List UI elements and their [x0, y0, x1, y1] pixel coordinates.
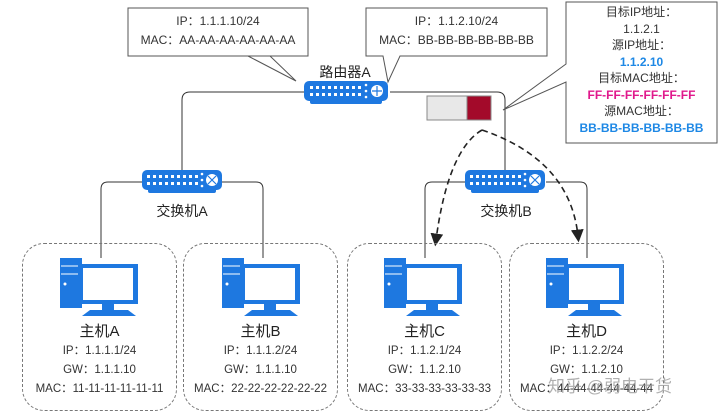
src-mac-value: BB-BB-BB-BB-BB-BB [579, 120, 704, 135]
host-b-ip: IP：1.1.1.2/24 [223, 345, 298, 357]
src-ip-label: 源IP地址： [611, 38, 672, 52]
host-c-mac: MAC：33-33-33-33-33-33 [358, 383, 491, 395]
host-a-mac: MAC：11-11-11-11-11-11 [35, 383, 164, 395]
host-b-group [183, 243, 338, 411]
switch-a-label: 交换机A [156, 203, 208, 219]
broadcast-arrow-to-host-d [481, 129, 584, 243]
src-mac-label: 源MAC地址： [604, 104, 679, 118]
host-a-group [22, 243, 177, 411]
host-d-mac: MAC：44-44-44-44-44-44 [520, 383, 653, 395]
dst-ip-value: 1.1.2.1 [623, 21, 660, 36]
host-d-info: 主机D IP：1.1.2.2/24 GW：1.1.2.10 MAC：44-44-… [509, 322, 664, 399]
host-d-group [509, 243, 664, 411]
router-icon[interactable] [304, 81, 388, 105]
host-a-info: 主机A IP：1.1.1.1/24 GW：1.1.1.10 MAC：11-11-… [22, 322, 177, 399]
host-c-info: 主机C IP：1.1.2.1/24 GW：1.1.2.10 MAC：33-33-… [347, 322, 502, 399]
link-switch-b-host-d [546, 181, 588, 258]
host-a-computer-icon[interactable] [60, 258, 140, 318]
callout-packet [502, 1, 718, 144]
dst-mac-value: FF-FF-FF-FF-FF-FF [587, 87, 696, 102]
link-switch-b-host-c [424, 181, 467, 258]
packet-info: 目标IP地址： 1.1.2.1 源IP地址： 1.1.2.10 目标MAC地址：… [566, 4, 717, 136]
host-b-computer-icon[interactable] [222, 258, 302, 318]
watermark: 知乎 @弱电干货 [548, 377, 672, 396]
host-c-gw: GW：1.1.2.10 [388, 364, 461, 376]
right-interface-info: IP：1.1.2.10/24 MAC：BB-BB-BB-BB-BB-BB [366, 12, 547, 50]
callout-right-interface [365, 7, 548, 84]
packet-body [426, 95, 468, 121]
host-b-name: 主机B [240, 323, 281, 340]
dst-ip-label: 目标IP地址： [605, 5, 678, 19]
host-a-gw: GW：1.1.1.10 [63, 364, 136, 376]
link-router-switch-a [181, 91, 305, 172]
left-interface-ip: IP：1.1.1.10/24 [176, 14, 260, 28]
switch-b-icon[interactable] [465, 170, 545, 194]
host-d-gw: GW：1.1.2.10 [550, 364, 623, 376]
host-c-group [347, 243, 502, 411]
callout-left-interface [127, 7, 309, 82]
src-ip-value: 1.1.2.10 [619, 54, 664, 69]
right-interface-ip: IP：1.1.2.10/24 [414, 14, 499, 28]
host-b-mac: MAC：22-22-22-22-22-22 [194, 383, 327, 395]
link-switch-a-host-a [100, 181, 142, 258]
host-c-ip: IP：1.1.2.1/24 [387, 345, 462, 357]
dst-mac-label: 目标MAC地址： [598, 71, 685, 85]
link-router-switch-b [390, 91, 506, 172]
host-d-computer-icon[interactable] [546, 258, 626, 318]
host-b-gw: GW：1.1.1.10 [224, 364, 297, 376]
host-a-ip: IP：1.1.1.1/24 [62, 345, 137, 357]
switch-b-label: 交换机B [480, 203, 532, 219]
broadcast-arrow-to-host-c [430, 129, 483, 247]
host-d-ip: IP：1.1.2.2/24 [549, 345, 624, 357]
host-d-name: 主机D [566, 323, 607, 340]
link-switch-a-host-b [222, 181, 264, 258]
packet-header [466, 95, 492, 121]
host-c-computer-icon[interactable] [384, 258, 464, 318]
left-interface-mac: MAC：AA-AA-AA-AA-AA-AA [140, 33, 296, 47]
left-interface-info: IP：1.1.1.10/24 MAC：AA-AA-AA-AA-AA-AA [128, 12, 308, 50]
switch-a-icon[interactable] [142, 170, 222, 194]
right-interface-mac: MAC：BB-BB-BB-BB-BB-BB [379, 33, 534, 47]
host-c-name: 主机C [404, 323, 445, 340]
router-label: 路由器A [319, 64, 371, 80]
host-a-name: 主机A [79, 323, 120, 340]
host-b-info: 主机B IP：1.1.1.2/24 GW：1.1.1.10 MAC：22-22-… [183, 322, 338, 399]
